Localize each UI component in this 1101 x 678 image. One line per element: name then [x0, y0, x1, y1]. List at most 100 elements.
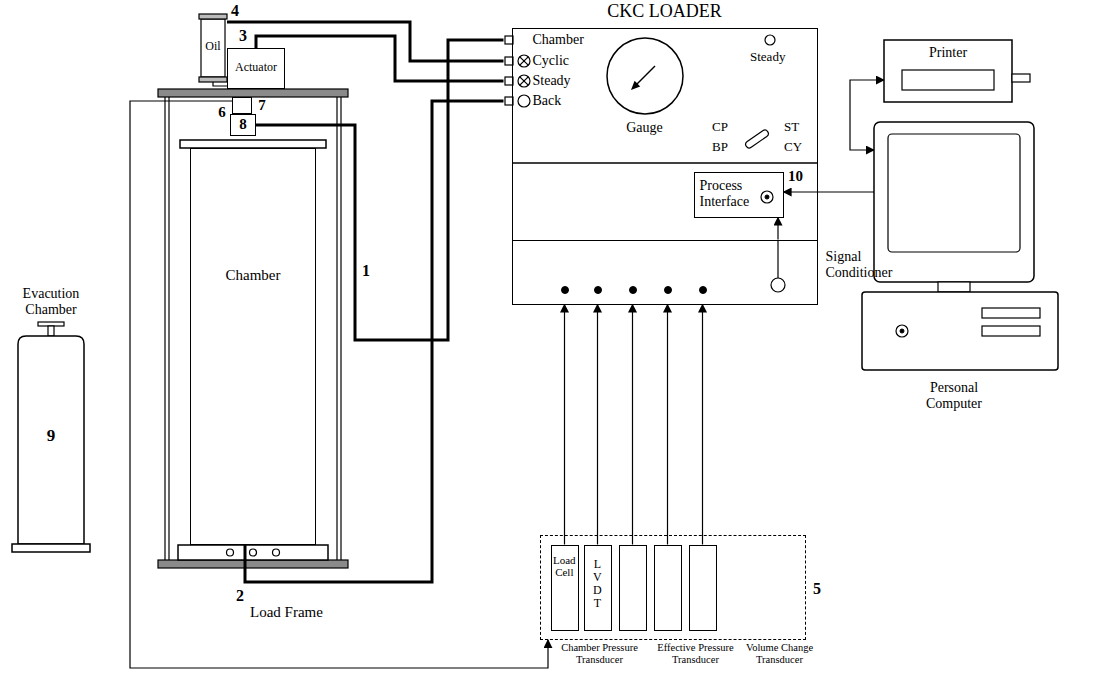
- ckc-loader-panel: ChamberCyclicSteadyBackGaugeProcess Inte…: [512, 28, 818, 305]
- oil-part: [199, 14, 227, 19]
- frame-rod: [340, 97, 341, 560]
- panel-divider: [512, 162, 818, 164]
- gauge-part: [607, 38, 683, 114]
- valve-cross: [520, 57, 528, 65]
- callout-number: 10: [788, 168, 803, 185]
- oil-part: [199, 77, 227, 82]
- chamber-base: [178, 545, 328, 560]
- valve-symbol: [518, 75, 530, 87]
- signal-conditioner: Signal Conditioner: [512, 240, 818, 305]
- personal-computer: Personal Computer: [874, 122, 1034, 290]
- connector-group: [130, 22, 884, 668]
- chamber-port: Chamber: [504, 31, 584, 49]
- evac-part: [48, 326, 54, 336]
- pc-part: [896, 325, 908, 337]
- indicator-label: Steady: [750, 50, 785, 65]
- pc-part: [938, 282, 970, 292]
- callout-number: 1: [362, 262, 370, 280]
- cyclic-port: Cyclic: [504, 52, 570, 70]
- personal-computer-label: Personal Computer: [914, 380, 994, 412]
- oil-reservoir-label: Oil: [199, 40, 227, 54]
- frame-rod: [164, 97, 165, 560]
- ckc-loader-panel-label: CKC LOADER: [513, 1, 816, 22]
- pc-outline: [874, 122, 1034, 290]
- sensor-signal-wire: [667, 305, 668, 545]
- base-valve: [227, 549, 234, 556]
- output-jack: [771, 278, 785, 292]
- back-port-label: Back: [533, 92, 562, 110]
- evacuation-chamber-label: Evacution Chamber: [10, 286, 92, 318]
- actuator-box: Actuator: [227, 48, 285, 89]
- selector-switch: [744, 129, 769, 150]
- printer: Printer: [884, 40, 1012, 102]
- load-cell-block-label: 6: [216, 104, 228, 121]
- load-cell-block-sublabel: 7: [256, 97, 268, 114]
- frame-rod: [336, 97, 337, 560]
- input-jack: [665, 287, 672, 294]
- sensor-signal-wire: [597, 305, 598, 545]
- load-cell-signal-wire: [130, 101, 548, 668]
- evacuation-chamber-sublabel: 9: [10, 426, 92, 446]
- transducer-group: Load Cell LVDT Chamber Pressure Transducer…: [540, 535, 806, 640]
- pressure-gauge-label: Gauge: [603, 120, 687, 136]
- valve-cross: [520, 57, 528, 65]
- callout-number: 4: [231, 2, 239, 20]
- steady-port: Steady: [504, 72, 571, 90]
- cyclic-port-label: Cyclic: [533, 52, 570, 70]
- pc-part: [888, 134, 1020, 252]
- back-port: Back: [504, 92, 562, 110]
- port-symbol: [518, 95, 530, 107]
- input-jack: [630, 287, 637, 294]
- triaxial-chamber-label: Chamber: [191, 267, 315, 284]
- volume-change-transducer-label: Volume Change Transducer: [742, 642, 818, 666]
- steady-port-label: Steady: [533, 72, 571, 90]
- apparatus-parts: [158, 35, 818, 568]
- input-jack: [595, 287, 602, 294]
- top-cap-block: 8: [230, 114, 256, 136]
- sensor-signal-wire: [564, 305, 565, 545]
- chamber-pressure-line: [256, 40, 504, 340]
- chamber-pressure-transducer: Chamber Pressure Transducer: [619, 545, 647, 631]
- selector-label: CY: [784, 140, 802, 155]
- load-cell-block: 67: [232, 97, 252, 114]
- load-cell-box: Load Cell: [551, 545, 579, 631]
- sensor-signal-wire: [632, 305, 633, 545]
- computer-link: [784, 191, 875, 192]
- callout-number: 3: [239, 27, 247, 45]
- output-wire: [777, 240, 778, 278]
- evac-part: [12, 544, 90, 552]
- pressure-gauge: Gauge: [603, 36, 687, 142]
- triaxial-chamber: Chamber: [190, 148, 316, 545]
- frame-label: Load Frame: [250, 604, 323, 621]
- back-pressure-line: [245, 101, 504, 582]
- gauge-needle-tip: [631, 80, 640, 89]
- lvdt-box-label: LVDT: [591, 558, 603, 611]
- indicator-lamp: [765, 35, 775, 45]
- pi-part: [761, 191, 773, 203]
- printer-label: Printer: [884, 45, 1012, 61]
- selector-label: BP: [712, 140, 728, 155]
- selector-label: ST: [784, 120, 799, 135]
- valve-cross: [520, 77, 528, 85]
- input-jack: [562, 287, 569, 294]
- selector-label: CP: [712, 120, 728, 135]
- effective-pressure-transducer: Effective Pressure Transducer: [654, 545, 682, 631]
- valve-symbol: [518, 55, 530, 67]
- printer-part: [1012, 74, 1030, 82]
- printer-part: [902, 70, 994, 90]
- gauge-needle: [636, 66, 655, 85]
- chamber-pressure-transducer-label: Chamber Pressure Transducer: [552, 642, 648, 666]
- process-interface: Process Interface: [694, 172, 784, 218]
- printer-part: [884, 40, 1012, 102]
- base-valve: [250, 549, 257, 556]
- oil-reservoir: Oil: [199, 14, 227, 82]
- top-cap-block-label: 8: [231, 116, 255, 133]
- valve-cross: [520, 77, 528, 85]
- pc-part: [900, 329, 904, 333]
- frame-top-plate: [158, 89, 348, 97]
- transducer-group-label: 5: [813, 580, 827, 598]
- frame-bottom-plate: [158, 560, 348, 568]
- lvdt-box: LVDT: [584, 545, 612, 631]
